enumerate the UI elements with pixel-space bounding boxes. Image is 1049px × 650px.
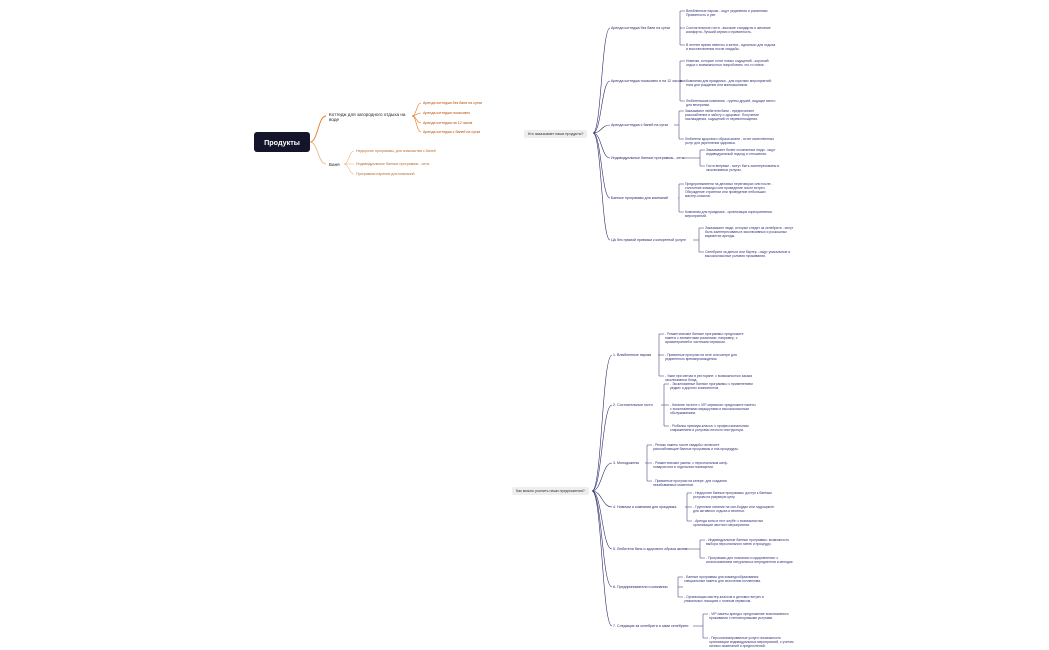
topic-cottage[interactable]: Коттедж для загородного отдыха на воде	[329, 112, 411, 123]
connector-line	[411, 115, 422, 133]
connector-line	[592, 80, 611, 134]
connector-line	[592, 27, 611, 134]
leaf-node[interactable]: - VIP-пакеты аренды: предложение эксклюз…	[709, 612, 789, 621]
topic-banya[interactable]: Баня	[329, 162, 359, 167]
group-node[interactable]: 6. Предприниматели и компании	[613, 585, 668, 589]
leaf-node[interactable]: В летнее время невесты и жених - идеальн…	[686, 43, 776, 52]
leaf-node[interactable]: - Организация мастер-классов и деловых в…	[684, 595, 764, 604]
leaf-node[interactable]: - Групповое катание на сап-бордах или ги…	[693, 505, 775, 514]
group-node[interactable]: 5. Любители бань и здорового образа жизн…	[613, 547, 688, 551]
cottage-item[interactable]: Аренда коттеджа на 12 часов	[423, 121, 473, 125]
connector-line	[309, 115, 327, 143]
group-node[interactable]: 3. Молодожены	[613, 461, 640, 465]
leaf-node[interactable]: Любители здорового образа жизни - хотят …	[685, 137, 775, 146]
connector-line	[591, 462, 613, 492]
connector-line	[592, 132, 611, 199]
banya-item[interactable]: Индивидуальные банные программы - сеты	[356, 162, 430, 166]
leaf-node[interactable]: - Эксклюзивные банные программы: с приме…	[670, 382, 753, 391]
leaf-node[interactable]: Любительские компании - группы друзей, и…	[686, 99, 776, 108]
leaf-node[interactable]: - Катание на яхте с VIP-сервисом: предло…	[670, 403, 756, 416]
topic-banya-label: Баня	[329, 162, 340, 167]
leaf-node[interactable]: Компании для праздника - организация кор…	[685, 210, 773, 219]
root-node[interactable]: Продукты	[254, 132, 310, 152]
leaf-node[interactable]: Компании для праздника - для коротких ме…	[686, 79, 772, 88]
connector-line	[592, 132, 611, 241]
banya-item[interactable]: Недорогие программы, для знакомства с ба…	[356, 149, 436, 153]
group-node[interactable]: Индивидуальные банные программы - сеты	[611, 156, 685, 160]
connector-line	[343, 163, 355, 175]
group-node[interactable]: 1. Влюбленные пароки	[613, 353, 652, 357]
group-node[interactable]: 2. Состоятельные гости	[613, 403, 653, 407]
group-node[interactable]: Аренда коттеджа посасовно и на 12 часов	[611, 79, 682, 83]
connector-line	[591, 490, 613, 627]
connector-line	[591, 490, 613, 508]
cottage-item[interactable]: Аренда коттеджа посасовно	[423, 111, 471, 115]
leaf-node[interactable]: Заказывают более осознанные люди - ищут …	[706, 148, 776, 157]
group-node[interactable]: Аренда коттеджа без бани на сутки	[611, 26, 671, 30]
connector-line	[591, 490, 613, 550]
leaf-node[interactable]: Состоятельные гости - высокие стандарты …	[686, 26, 771, 35]
leaf-node[interactable]: - Рыбалка премиум-класса: с профессионал…	[670, 424, 749, 433]
leaf-node[interactable]: - Персонализированные услуги: возможност…	[709, 636, 794, 649]
topic-cottage-label: Коттедж для загородного отдыха на воде	[329, 112, 406, 123]
upper-question[interactable]: Кто заказывает наши продукты?	[524, 130, 588, 139]
leaf-node[interactable]: - Приватные прогулки на катере: для созд…	[653, 479, 727, 488]
leaf-node[interactable]: - Банные программы для командообразовани…	[684, 575, 761, 584]
connector-line	[591, 490, 613, 588]
connector-line	[411, 102, 422, 117]
group-node[interactable]: Аренда коттеджа с баней на сутки	[611, 123, 669, 127]
lower-question[interactable]: Как можно усилить наши предложения?	[512, 487, 589, 496]
connector-line	[591, 354, 613, 492]
leaf-node[interactable]: - Приватные прогулки на яхте или катере …	[665, 353, 737, 362]
leaf-node[interactable]: - Ужин при свечах в ресторане: с возможн…	[665, 374, 752, 383]
lower-question-label: Как можно усилить наши предложения?	[516, 489, 585, 493]
connector-line	[592, 132, 611, 159]
upper-question-label: Кто заказывает наши продукты?	[528, 132, 584, 136]
leaf-node[interactable]: Заказывают любители бани - предпочитают …	[685, 109, 760, 122]
leaf-node[interactable]: - Релакс пакеты после свадьбы: включите …	[653, 443, 739, 452]
leaf-node[interactable]: Влюбленные пароки - ищут уединения и ром…	[686, 9, 769, 18]
cottage-item[interactable]: Аренда коттеджа с баней на сутки	[423, 130, 481, 134]
connector-line	[592, 124, 611, 134]
group-node[interactable]: 4. Новички и компании для праздника	[613, 505, 677, 509]
leaf-node[interactable]: Предприниматели на деловых переговорах и…	[685, 182, 773, 199]
connector-line	[343, 150, 355, 165]
leaf-node[interactable]: - Романтические банные программы: предло…	[665, 332, 744, 345]
group-node[interactable]: Банные программы для компаний	[611, 196, 668, 200]
leaf-node[interactable]: - Недорогие банные программы: доступ к б…	[693, 491, 772, 500]
connector-line	[591, 404, 613, 492]
leaf-node[interactable]: Заказывают люди, которые следят за селеб…	[705, 226, 794, 239]
leaf-node[interactable]: Гости впервые - могут быть заинтересован…	[706, 164, 780, 173]
connector-line	[309, 141, 327, 165]
leaf-node[interactable]: Селебрити за деньги или бартер - ищут ун…	[705, 250, 791, 259]
cottage-item[interactable]: Аренда коттеджа без бани на сутки	[423, 101, 483, 105]
root-label: Продукты	[264, 137, 300, 147]
group-node[interactable]: 7. Следящие за селебрити и сами селебрит…	[613, 624, 689, 628]
leaf-node[interactable]: - Романтические ужины: с персональным ше…	[653, 461, 728, 470]
banya-item[interactable]: Программы парения для компаний	[356, 172, 415, 176]
leaf-node[interactable]: - Аренда зоны в гест-клубе: с возможност…	[693, 519, 764, 528]
leaf-node[interactable]: Новички, которые хотят новых ощущений - …	[686, 59, 769, 68]
group-node[interactable]: ЦА без прямой привязки к конкретной услу…	[611, 238, 686, 242]
leaf-node[interactable]: - Индивидуальные банные программы: возмо…	[706, 538, 790, 547]
leaf-node[interactable]: - Программы для познания и оздоровления:…	[706, 556, 794, 565]
